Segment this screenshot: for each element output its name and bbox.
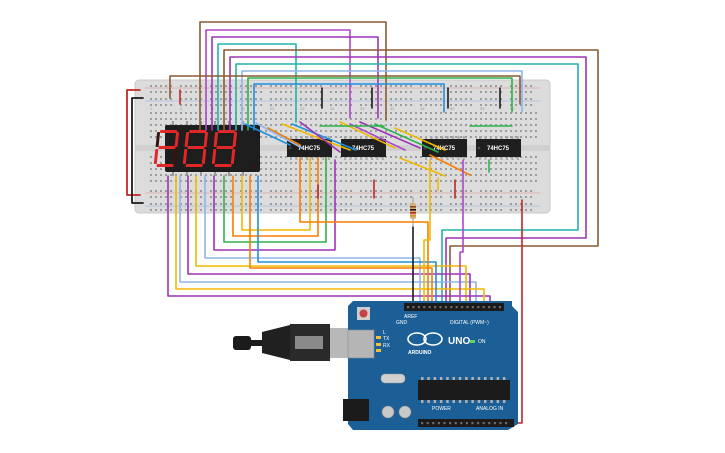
wire[interactable] bbox=[253, 83, 445, 131]
digit-3 bbox=[211, 130, 256, 168]
segment-a bbox=[189, 130, 207, 133]
column-number: 40 bbox=[390, 106, 395, 111]
wire[interactable] bbox=[131, 97, 144, 204]
arduino-brand-label: ARDUINO bbox=[408, 350, 431, 356]
wire[interactable] bbox=[281, 123, 351, 151]
segment-c bbox=[201, 149, 207, 164]
wire[interactable] bbox=[374, 123, 439, 153]
segment-f bbox=[184, 132, 190, 147]
seven-segment-display[interactable] bbox=[153, 121, 260, 176]
column-number: 35 bbox=[360, 106, 365, 111]
segment-a bbox=[218, 130, 236, 133]
wire[interactable] bbox=[204, 175, 421, 303]
column-number: 30 bbox=[330, 106, 335, 111]
wire[interactable] bbox=[223, 49, 599, 303]
segment-c bbox=[172, 149, 178, 164]
wire[interactable] bbox=[394, 127, 446, 151]
wire[interactable] bbox=[249, 175, 433, 303]
power-header-label: POWER bbox=[432, 406, 451, 412]
wire[interactable] bbox=[217, 43, 297, 131]
wire[interactable] bbox=[223, 157, 327, 243]
arduino-uno-board[interactable]: UNO ARDUINO DIGITAL (PWM~) POWER ANALOG … bbox=[343, 301, 518, 430]
chip-label: 74HC75 bbox=[487, 146, 510, 152]
chip-74hc75[interactable]: 74HC75 bbox=[476, 136, 521, 160]
jumper-wires bbox=[126, 21, 599, 424]
analog-header-label: ANALOG IN bbox=[476, 406, 504, 412]
aref-label: AREF bbox=[404, 314, 417, 320]
arduino-model-label: UNO bbox=[448, 336, 470, 347]
segment-c bbox=[230, 149, 236, 164]
tx-label: TX bbox=[383, 336, 390, 342]
on-led-label: ON bbox=[478, 339, 486, 345]
column-number: 25 bbox=[300, 106, 305, 111]
column-number: 55 bbox=[480, 106, 485, 111]
wire[interactable] bbox=[299, 157, 429, 303]
wire[interactable] bbox=[187, 175, 471, 303]
wire[interactable] bbox=[255, 122, 303, 149]
wire[interactable] bbox=[179, 175, 477, 303]
column-number: 5 bbox=[180, 106, 183, 111]
wire[interactable] bbox=[213, 159, 336, 251]
segment-e bbox=[182, 149, 188, 164]
wire[interactable] bbox=[244, 123, 291, 146]
usb-cable bbox=[233, 324, 352, 361]
gnd-label: GND bbox=[396, 320, 408, 326]
segment-d bbox=[214, 164, 232, 167]
segment-f bbox=[155, 132, 161, 147]
segment-g bbox=[216, 146, 234, 149]
segment-e bbox=[153, 149, 159, 164]
digital-header-label: DIGITAL (PWM~) bbox=[450, 320, 489, 326]
wire[interactable] bbox=[423, 159, 431, 303]
segment-b bbox=[174, 132, 180, 147]
wire[interactable] bbox=[229, 56, 587, 303]
column-number: 50 bbox=[450, 106, 455, 111]
wire[interactable] bbox=[167, 175, 491, 303]
wire[interactable] bbox=[399, 157, 446, 177]
l-led-label: L bbox=[383, 330, 386, 336]
wire[interactable] bbox=[299, 121, 341, 153]
rx-label: RX bbox=[383, 343, 391, 349]
wire[interactable] bbox=[205, 29, 351, 131]
wire[interactable] bbox=[241, 70, 523, 131]
chip-label: 74HC75 bbox=[298, 146, 321, 152]
segment-e bbox=[211, 149, 217, 164]
wire[interactable] bbox=[349, 123, 406, 151]
segment-b bbox=[203, 132, 209, 147]
segment-b bbox=[232, 132, 238, 147]
wire[interactable] bbox=[175, 175, 485, 303]
display-pins bbox=[172, 121, 244, 176]
wire[interactable] bbox=[267, 127, 301, 146]
segment-d bbox=[156, 164, 174, 167]
wire[interactable] bbox=[195, 175, 467, 303]
wire[interactable] bbox=[459, 159, 464, 303]
chip-74hc75[interactable]: 74HC75 bbox=[287, 136, 332, 160]
wire[interactable] bbox=[169, 75, 521, 105]
segment-g bbox=[187, 146, 205, 149]
digit-1 bbox=[153, 130, 198, 168]
segment-g bbox=[158, 146, 176, 149]
column-number: 45 bbox=[420, 106, 425, 111]
chip-label: 74HC75 bbox=[352, 146, 375, 152]
wire[interactable] bbox=[126, 89, 141, 196]
wire[interactable] bbox=[291, 123, 357, 151]
wire[interactable] bbox=[241, 157, 311, 231]
segment-a bbox=[160, 130, 178, 133]
chip-74hc75[interactable]: 74HC75 bbox=[341, 136, 386, 160]
wire[interactable] bbox=[235, 63, 579, 303]
segment-d bbox=[185, 164, 203, 167]
segment-f bbox=[213, 132, 219, 147]
column-number: 1 bbox=[150, 106, 153, 111]
column-number: 20 bbox=[270, 106, 275, 111]
wire[interactable] bbox=[257, 175, 437, 303]
wire[interactable] bbox=[247, 77, 513, 131]
digit-2 bbox=[182, 130, 227, 168]
